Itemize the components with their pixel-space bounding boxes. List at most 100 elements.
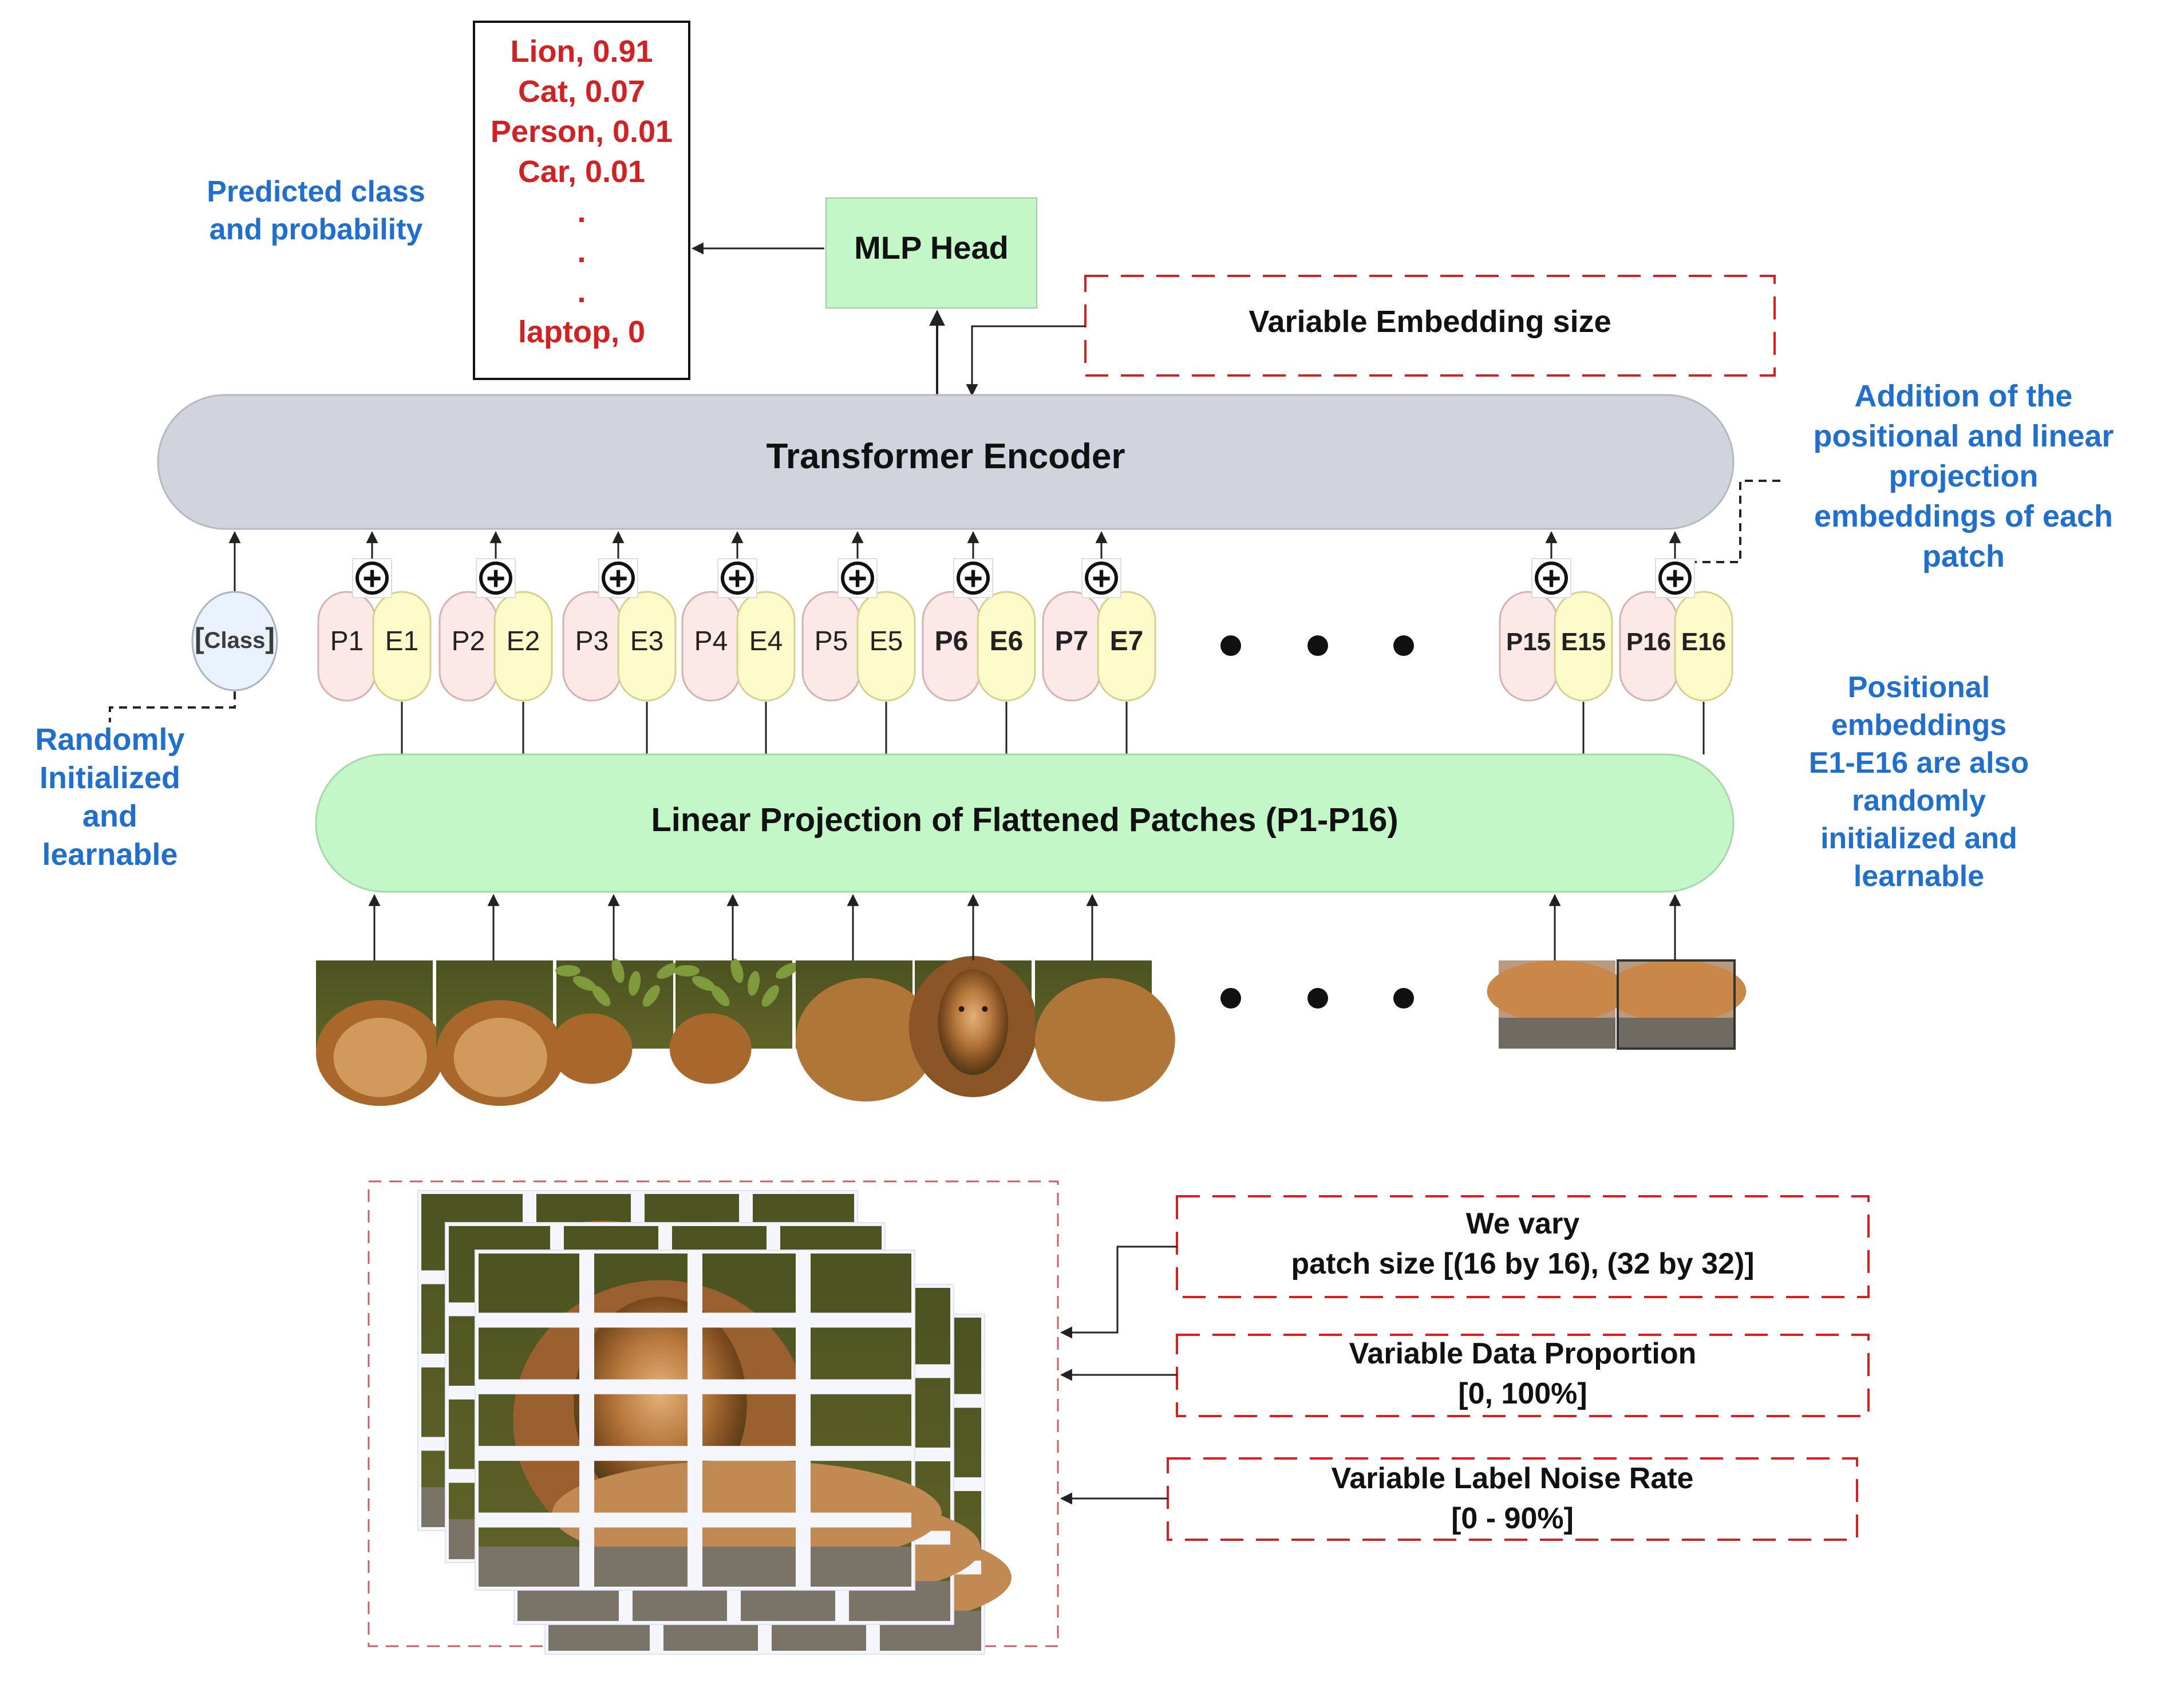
svg-text:Variable Data Proportion[0, 10: Variable Data Proportion [0, 100%] bbox=[1349, 1337, 1697, 1410]
text-line: learnable bbox=[42, 837, 177, 872]
text-line: and bbox=[82, 799, 137, 833]
transformer-encoder: Transformer Encoder bbox=[157, 394, 1735, 530]
patch-token-label: P1 bbox=[330, 626, 364, 657]
text-line: [0 - 90%] bbox=[1451, 1502, 1574, 1535]
patched-lion-image bbox=[475, 1250, 942, 1591]
text-line: Variable Data Proportion bbox=[1349, 1337, 1697, 1370]
text-line: laptop, 0 bbox=[518, 315, 645, 349]
text-line: Addition of the bbox=[1855, 379, 2073, 413]
embedding-token-label: E6 bbox=[990, 626, 1024, 657]
text-line: . bbox=[577, 235, 586, 269]
patch-token-label: P7 bbox=[1055, 626, 1089, 657]
circled-plus-icon: + bbox=[953, 558, 993, 598]
linear-projection: Linear Projection of Flattened Patches (… bbox=[315, 753, 1735, 893]
text-line: . bbox=[577, 195, 586, 229]
text-line: We vary bbox=[1466, 1207, 1580, 1240]
token-pair: P4 E4 + bbox=[681, 531, 796, 754]
experiment-label-noise: Variable Label Noise Rate [0 - 90%] bbox=[1167, 1457, 1858, 1541]
circled-plus-icon: + bbox=[1081, 558, 1121, 598]
patch-token-label: P6 bbox=[935, 626, 969, 657]
plus-sign: + bbox=[963, 560, 983, 597]
patch-token-label: P4 bbox=[694, 626, 728, 657]
embedding-token-label: E16 bbox=[1681, 628, 1726, 656]
embedding-token-label: E2 bbox=[507, 626, 540, 657]
patch-token-label: P2 bbox=[452, 626, 485, 657]
embedding-token bbox=[1674, 591, 1733, 702]
plus-sign: + bbox=[486, 560, 505, 597]
text-line: projection bbox=[1889, 459, 2038, 493]
plus-sign: + bbox=[848, 560, 867, 597]
token-pair: P5 E5+ bbox=[801, 531, 916, 754]
class-token: [Class] bbox=[191, 531, 278, 691]
transformer-encoder-label: Transformer Encoder bbox=[766, 437, 1125, 476]
plus-sign: + bbox=[1542, 560, 1561, 597]
patch-token-label: P5 bbox=[815, 626, 848, 657]
circled-plus-icon: + bbox=[476, 558, 516, 598]
dashed-link-addition bbox=[1677, 480, 1780, 563]
lion-photo-patch bbox=[550, 958, 680, 1084]
text-line: Cat, 0.07 bbox=[518, 74, 645, 109]
token-pair: P2 E2+ bbox=[438, 531, 553, 754]
embedding-token bbox=[1097, 591, 1156, 702]
ellipsis-dots-icon bbox=[1220, 988, 1414, 1009]
token-pair: P3 E3+ bbox=[562, 531, 677, 754]
text-line: . bbox=[577, 275, 586, 309]
plus-sign: + bbox=[609, 560, 628, 597]
text-line: Randomly bbox=[35, 722, 184, 757]
text-line: Positional bbox=[1848, 671, 1990, 704]
patch-token-label: P16 bbox=[1626, 628, 1671, 656]
lion-photo-patch bbox=[669, 958, 799, 1084]
text-line: Variable Label Noise Rate bbox=[1332, 1462, 1694, 1495]
embedding-token-label: E7 bbox=[1110, 626, 1144, 657]
circled-plus-icon: + bbox=[717, 558, 757, 598]
embedding-token-label: E1 bbox=[385, 626, 419, 657]
embedding-token bbox=[856, 591, 916, 702]
patch-token-label: P3 bbox=[575, 626, 609, 657]
plus-sign: + bbox=[1092, 560, 1111, 597]
mlp-head-label: MLP Head bbox=[854, 230, 1009, 266]
text-line: [0, 100%] bbox=[1458, 1377, 1587, 1410]
text-line: E1-E16 are also bbox=[1809, 746, 2029, 780]
class-token-label: [Class] bbox=[195, 622, 275, 654]
text-line: Car, 0.01 bbox=[518, 155, 645, 189]
embedding-token-label: E3 bbox=[630, 626, 664, 657]
text-line: initialized and bbox=[1820, 822, 2017, 855]
embedding-size-label: Variable Embedding size bbox=[1249, 305, 1611, 339]
token-pair: P7 E7 + bbox=[1042, 531, 1156, 754]
linear-projection-label: Linear Projection of Flattened Patches (… bbox=[651, 801, 1398, 839]
embedding-token bbox=[493, 591, 553, 702]
experiment-data-proportion: Variable Data Proportion [0, 100%] bbox=[1176, 1334, 1870, 1417]
embedding-token bbox=[977, 591, 1036, 702]
lion-photo-patch bbox=[1035, 960, 1175, 1102]
embedding-token bbox=[372, 591, 432, 702]
embedding-token-label: E5 bbox=[870, 626, 903, 657]
circled-plus-icon: + bbox=[598, 558, 638, 598]
embedding-token bbox=[1554, 591, 1613, 702]
text-line: randomly bbox=[1852, 784, 1986, 817]
image-patch-row bbox=[316, 893, 1747, 1106]
arrow-patch-size bbox=[1060, 1246, 1177, 1339]
text-line: patch bbox=[1922, 539, 2005, 574]
lion-photo-patch bbox=[316, 960, 445, 1106]
text-line: Lion, 0.91 bbox=[510, 34, 653, 69]
ellipsis-dots-icon bbox=[1220, 635, 1414, 656]
text-line: Predicted class bbox=[207, 175, 425, 208]
mlp-head: MLP Head bbox=[825, 197, 1037, 309]
dashed-link-randomly bbox=[109, 691, 236, 722]
text-line: embeddings of each bbox=[1814, 499, 2113, 533]
embedding-token bbox=[617, 591, 677, 702]
embedding-token-label: E4 bbox=[749, 626, 783, 657]
token-pair: P6 E6+ bbox=[922, 531, 1036, 754]
lion-photo-patch bbox=[908, 956, 1038, 1097]
text-line: Person, 0.01 bbox=[491, 114, 673, 149]
lion-photo-patch bbox=[796, 960, 936, 1102]
